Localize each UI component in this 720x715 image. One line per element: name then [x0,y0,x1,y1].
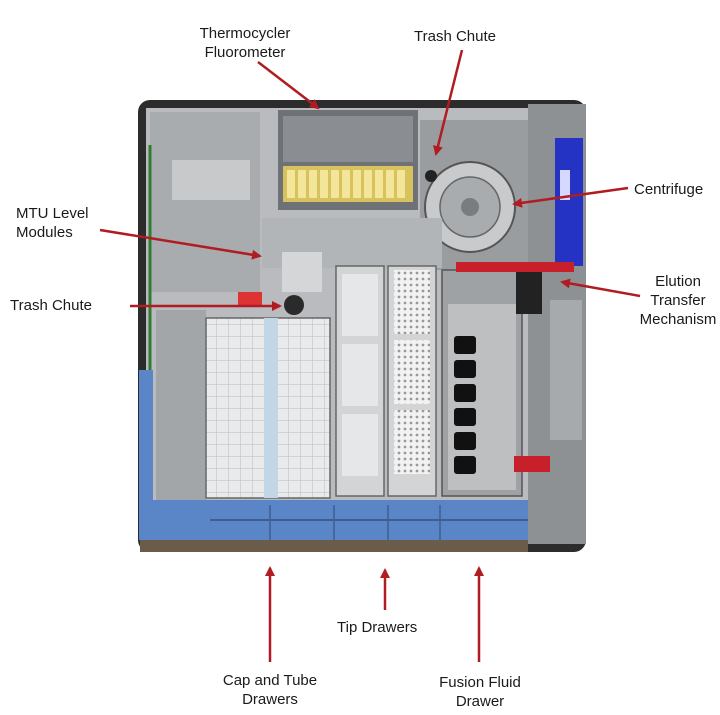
label-fusion-fluid-drawer: Fusion Fluid Drawer [420,673,540,711]
callout-arrows [99,49,641,662]
label-fusion-line1: Fusion Fluid [439,674,521,691]
label-cap-line2: Drawers [242,691,298,708]
arrow-centrifuge [512,186,629,208]
arrow-trash-chute-top [433,49,464,156]
label-mtu-level-modules: MTU Level Modules [16,204,89,242]
arrow-mtu [99,228,262,260]
elution-transfer-mechanism [456,262,574,472]
label-centrifuge: Centrifuge [634,181,704,198]
label-mtu-line2: Modules [16,224,73,241]
tip-drawers [335,265,437,497]
cap-tube-drawers [205,317,331,499]
label-trash-chute-left: Trash Chute [10,297,92,314]
label-elution-line1: Elution [655,273,701,290]
drawer-fronts [139,370,528,552]
label-fusion-line2: Drawer [455,693,505,710]
label-thermocycler-line2: Fluorometer [204,44,286,61]
arrow-thermocycler [257,61,320,110]
label-elution-line3: Mechanism [639,311,717,328]
arrow-elution [560,278,641,298]
label-cap-tube-drawers: Cap and Tube Drawers [210,671,330,709]
label-trash-chute-top: Trash Chute [414,28,496,45]
thermocycler-module [278,110,418,210]
label-tip-drawers: Tip Drawers [337,619,418,636]
label-elution-line2: Transfer [650,292,706,309]
label-thermocycler: Thermocycler Fluorometer [190,24,300,62]
label-thermocycler-line1: Thermocycler [199,25,291,42]
label-elution-transfer-mechanism: Elution Transfer Mechanism [638,272,718,329]
fusion-fluid-drawer [441,269,523,497]
label-mtu-line1: MTU Level [16,205,89,222]
mtu-area [238,218,442,315]
label-cap-line1: Cap and Tube [222,672,318,689]
